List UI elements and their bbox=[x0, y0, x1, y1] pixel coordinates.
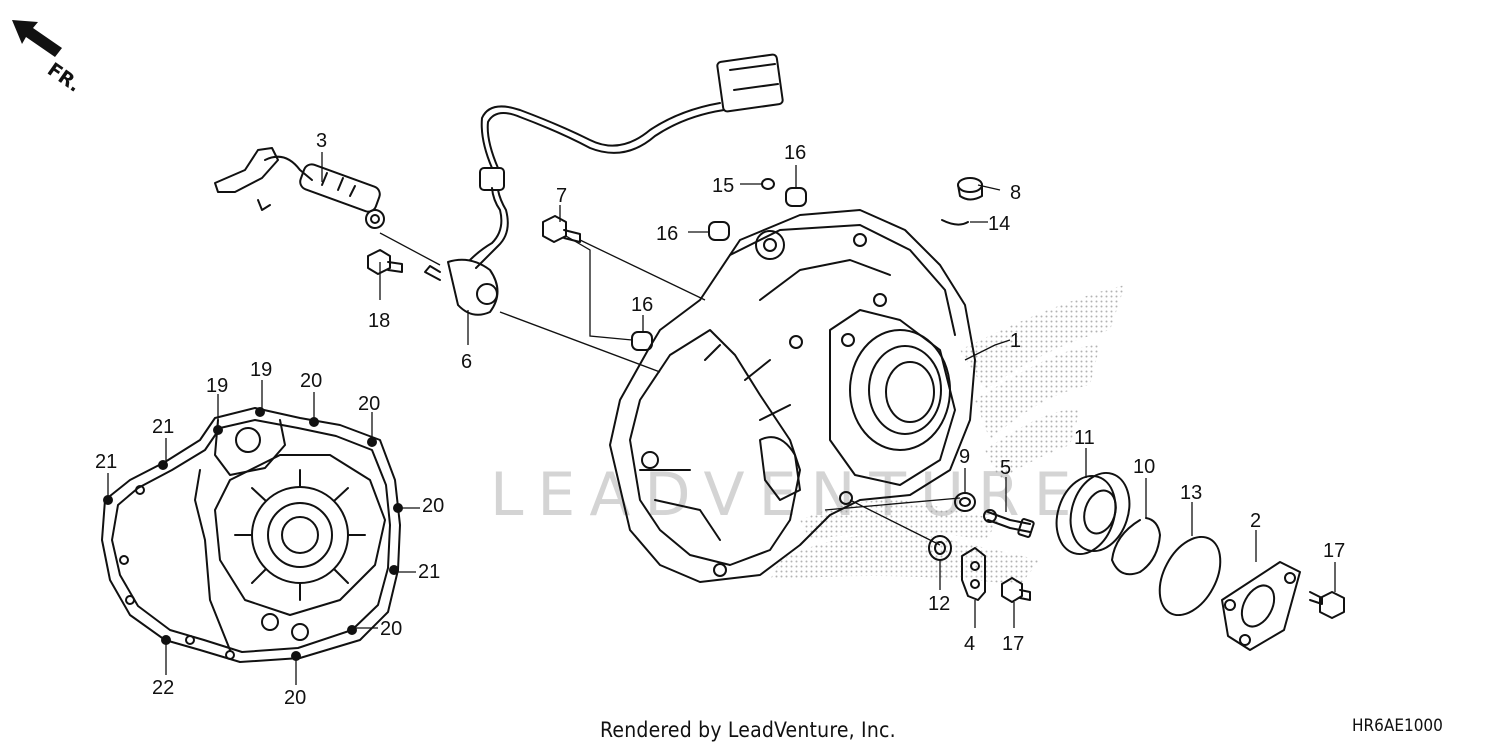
bolt-part-17-a[interactable] bbox=[1001, 577, 1031, 603]
gasket-part-22[interactable] bbox=[101, 407, 403, 663]
front-direction-label: FR. bbox=[43, 59, 84, 97]
callout-18: 18 bbox=[368, 310, 390, 332]
callout-labels: 1 2 3 4 5 6 7 8 9 10 11 12 13 14 15 16 1… bbox=[95, 130, 1345, 709]
dowel-pin-16-b[interactable] bbox=[785, 187, 807, 207]
callout-15: 15 bbox=[712, 175, 734, 197]
callout-10: 10 bbox=[1133, 456, 1155, 478]
callout-5: 5 bbox=[1000, 457, 1011, 479]
circlip-part-10[interactable] bbox=[1111, 517, 1161, 576]
callout-19-b: 19 bbox=[250, 359, 272, 381]
bracket-part-4[interactable] bbox=[961, 547, 986, 601]
callout-3: 3 bbox=[316, 130, 327, 152]
callout-2: 2 bbox=[1250, 510, 1261, 532]
bolt-part-17-b[interactable] bbox=[1309, 591, 1345, 619]
callout-21-a: 21 bbox=[152, 416, 174, 438]
bearing-part-11[interactable] bbox=[1047, 465, 1139, 561]
callout-13: 13 bbox=[1180, 482, 1202, 504]
callout-20-b: 20 bbox=[358, 393, 380, 415]
callout-16-a: 16 bbox=[784, 142, 806, 164]
background-logo-pattern bbox=[770, 285, 1125, 585]
callout-16-c: 16 bbox=[631, 294, 653, 316]
crankcase-housing-part[interactable] bbox=[609, 209, 976, 583]
bolt-part-18[interactable] bbox=[367, 249, 403, 275]
callout-20-d: 20 bbox=[380, 618, 402, 640]
callout-17-b: 17 bbox=[1323, 540, 1345, 562]
callout-20-c: 20 bbox=[422, 495, 444, 517]
bolt-part-7[interactable] bbox=[542, 215, 581, 243]
callout-20-e: 20 bbox=[284, 687, 306, 709]
callout-21-b: 21 bbox=[95, 451, 117, 473]
callout-1: 1 bbox=[1010, 330, 1021, 352]
leader-lines bbox=[107, 152, 1336, 685]
callout-6: 6 bbox=[461, 351, 472, 373]
callout-14: 14 bbox=[988, 213, 1010, 235]
callout-22: 22 bbox=[152, 677, 174, 699]
callout-21-c: 21 bbox=[418, 561, 440, 583]
o-ring-part-13[interactable] bbox=[1147, 527, 1232, 626]
o-ring-part-14[interactable] bbox=[941, 219, 969, 226]
callout-19-a: 19 bbox=[206, 375, 228, 397]
callout-20-a: 20 bbox=[300, 370, 322, 392]
callout-8: 8 bbox=[1010, 182, 1021, 204]
cover-plate-part-2[interactable] bbox=[1221, 561, 1301, 651]
dowel-pin-16-c[interactable] bbox=[631, 331, 653, 351]
callout-11: 11 bbox=[1074, 427, 1095, 449]
stud-bolt-part-5[interactable] bbox=[983, 509, 1035, 538]
callout-16-b: 16 bbox=[656, 223, 678, 245]
callout-9: 9 bbox=[959, 446, 970, 468]
callout-17-a: 17 bbox=[1002, 633, 1024, 655]
washer-part-15[interactable] bbox=[761, 178, 775, 190]
sensor-harness-part[interactable] bbox=[424, 53, 784, 316]
callout-7: 7 bbox=[556, 185, 567, 207]
credit-text: Rendered by LeadVenture, Inc. bbox=[600, 718, 896, 742]
plug-part-8[interactable] bbox=[957, 177, 983, 201]
callout-12: 12 bbox=[928, 593, 950, 615]
front-direction-arrow-icon: FR. bbox=[12, 20, 85, 97]
shift-spindle-part[interactable] bbox=[214, 147, 385, 229]
diagram-code: HR6AE1000 bbox=[1352, 716, 1443, 736]
callout-4: 4 bbox=[964, 633, 975, 655]
dowel-pin-16-a[interactable] bbox=[708, 221, 730, 241]
